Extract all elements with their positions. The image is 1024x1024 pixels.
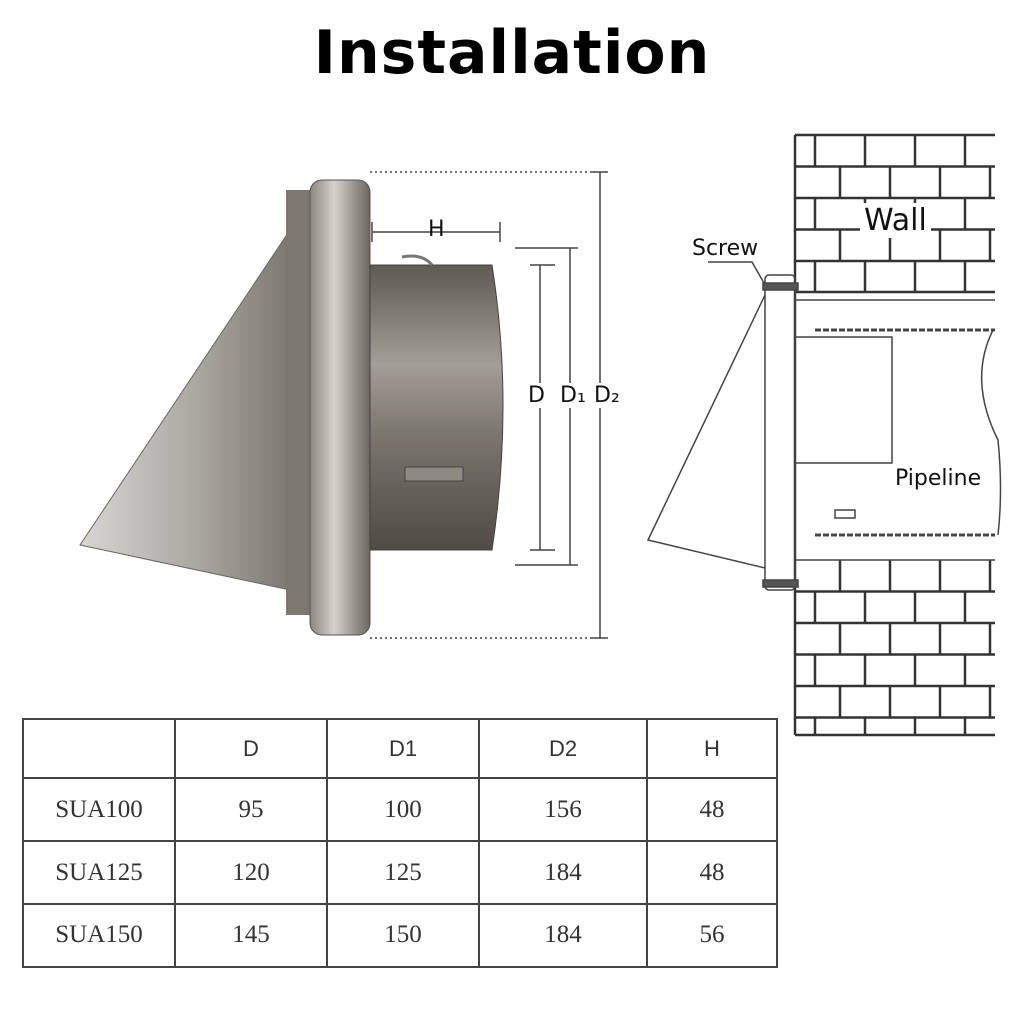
model-cell: SUA150 [22,902,176,969]
model-cell: SUA100 [22,777,176,843]
header-cell: D2 [478,717,648,780]
table-cell: 125 [326,840,480,905]
pipeline-break [980,329,1002,536]
spigot-clip [404,466,464,482]
vent-cowl-photo [79,179,504,636]
table-cell: 156 [478,777,648,843]
table-cell: 48 [646,777,778,843]
table-cell: 184 [478,902,648,969]
table-row: SUA125 120 125 184 48 [22,840,778,905]
wall-label: Wall [860,203,931,238]
pipeline-label: Pipeline [895,466,982,491]
table-cell: 150 [326,902,480,969]
dimension-d1-label: D₁ [560,383,586,408]
header-cell: D1 [326,717,480,780]
header-cell [22,717,176,780]
dimension-d2-label: D₂ [594,383,620,408]
table-cell: 56 [646,902,778,969]
page-title: Installation [313,18,711,88]
table-row: SUA100 95 100 156 48 [22,777,778,843]
table-cell: 120 [174,840,328,905]
spec-table: D D1 D2 H SUA100 95 100 156 48 SUA125 12… [22,717,778,969]
table-cell: 184 [478,840,648,905]
header-cell: H [646,717,778,780]
table-cell: 100 [326,777,480,843]
screw-label: Screw [692,236,759,261]
screw-top [762,282,799,291]
vent-section [764,274,796,591]
vent-hood [79,214,319,591]
wall-installation-sketch [646,261,1002,591]
hood-section [646,294,766,569]
table-header-row: D D1 D2 H [22,717,778,780]
pipeline-body [795,336,893,464]
dimension-d-label: D [528,383,545,408]
dimension-h-label: H [428,217,445,242]
model-cell: SUA125 [22,840,176,905]
vent-rim [309,179,371,636]
table-cell: 95 [174,777,328,843]
header-cell: D [174,717,328,780]
vent-spigot [369,264,504,551]
screw-leader [708,261,765,284]
table-cell: 48 [646,840,778,905]
screw-bottom [762,579,799,588]
table-cell: 145 [174,902,328,969]
table-row: SUA150 145 150 184 56 [22,902,778,969]
